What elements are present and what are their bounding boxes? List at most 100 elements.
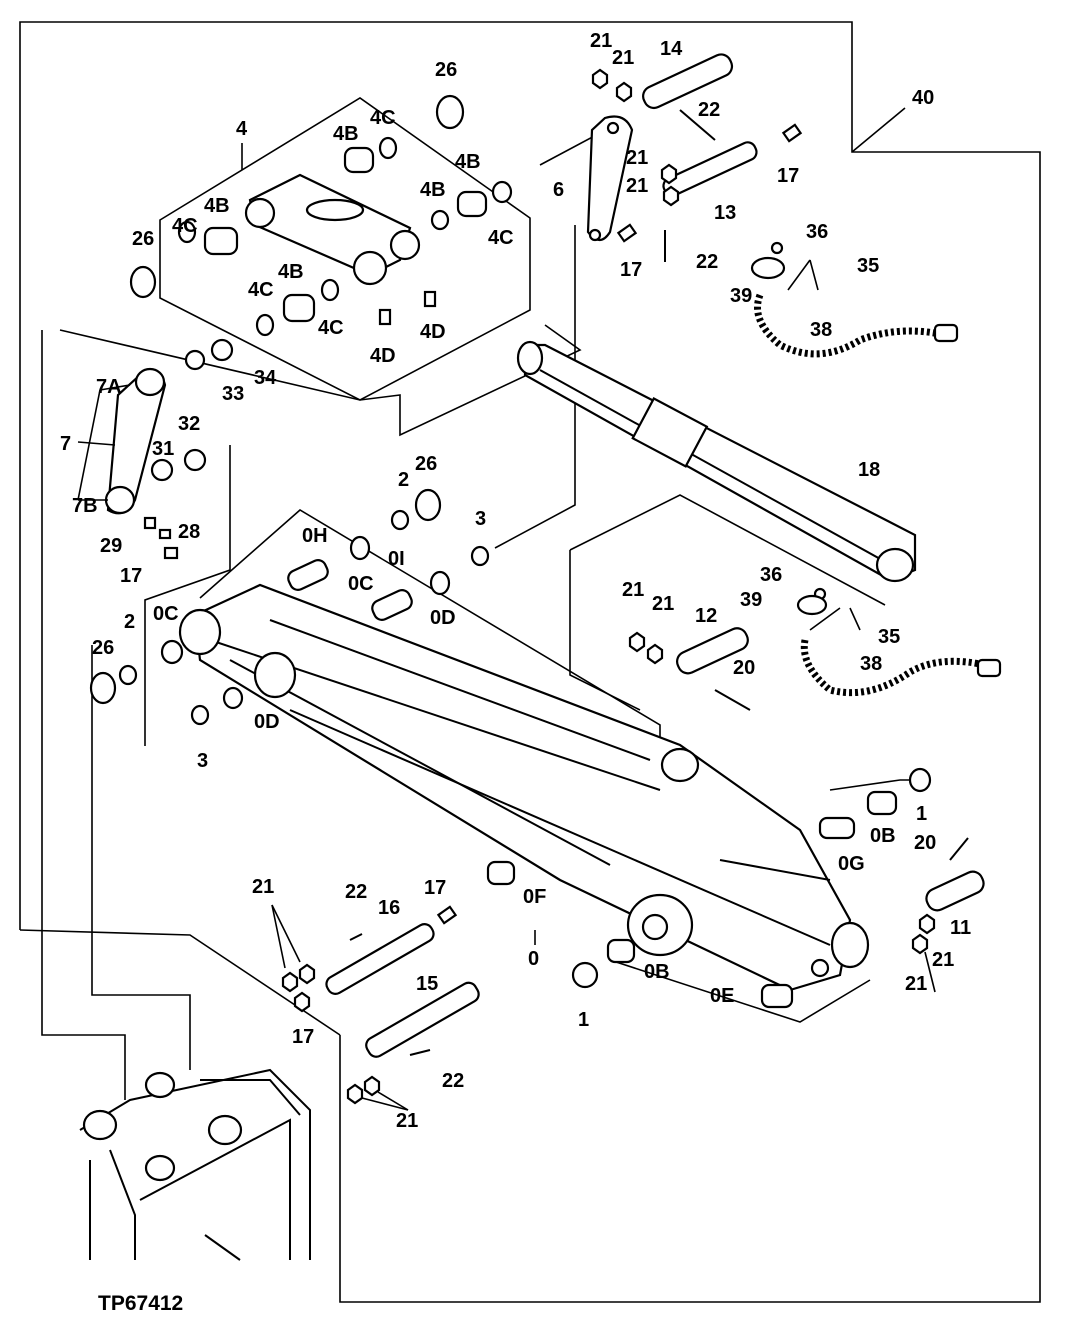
label-0b: 0B xyxy=(870,825,896,847)
label-21: 21 xyxy=(396,1110,418,1132)
boom-guide-3 xyxy=(569,494,886,606)
link-6 xyxy=(586,115,634,242)
label-29: 29 xyxy=(100,535,122,557)
leaders xyxy=(77,259,936,1111)
label-0c: 0C xyxy=(348,573,374,595)
label-22: 22 xyxy=(345,881,367,903)
leader-40 xyxy=(851,107,906,153)
left-guide-2 xyxy=(91,645,191,1070)
label-4: 4 xyxy=(236,118,248,140)
label-21: 21 xyxy=(932,949,954,971)
label-21: 21 xyxy=(652,593,674,615)
label-11: 11 xyxy=(950,917,971,939)
label-36: 36 xyxy=(806,221,828,243)
boom-assembly xyxy=(178,583,870,992)
label-4b: 4B xyxy=(204,195,230,217)
label-2: 2 xyxy=(124,611,135,633)
label-0b: 0B xyxy=(644,961,670,983)
label-0h: 0H xyxy=(302,525,328,547)
label-17: 17 xyxy=(120,565,142,587)
label-4b: 4B xyxy=(420,179,446,201)
label-20: 20 xyxy=(733,657,755,679)
label-20: 20 xyxy=(914,832,936,854)
label-32: 32 xyxy=(178,413,200,435)
group-4-box xyxy=(159,97,531,401)
label-22: 22 xyxy=(696,251,718,273)
label-26: 26 xyxy=(92,637,114,659)
boom-cylinder xyxy=(516,340,917,583)
label-3: 3 xyxy=(197,750,208,772)
label-12: 12 xyxy=(695,605,717,627)
label-21: 21 xyxy=(626,147,648,169)
label-34: 34 xyxy=(254,367,277,389)
group-7-box xyxy=(59,324,582,437)
label-21: 21 xyxy=(626,175,648,197)
label-15: 15 xyxy=(416,973,438,995)
label-36: 36 xyxy=(760,564,782,586)
boom-guide xyxy=(144,445,231,746)
label-16: 16 xyxy=(378,897,400,919)
label-7a: 7A xyxy=(96,376,122,398)
hoses xyxy=(750,256,1002,697)
base-frame xyxy=(79,1068,311,1261)
label-4c: 4C xyxy=(488,227,514,249)
label-38: 38 xyxy=(810,319,832,341)
label-39: 39 xyxy=(740,589,762,611)
label-31: 31 xyxy=(152,438,174,460)
label-4b: 4B xyxy=(455,151,481,173)
link-7 xyxy=(104,367,167,515)
label-1: 1 xyxy=(578,1009,589,1031)
label-0: 0 xyxy=(528,948,539,970)
label-0c: 0C xyxy=(153,603,179,625)
pins xyxy=(325,53,985,1058)
label-4b: 4B xyxy=(278,261,304,283)
figure-code: TP67412 xyxy=(98,1292,183,1315)
label-0d: 0D xyxy=(254,711,280,733)
label-4d: 4D xyxy=(370,345,396,367)
label-4c: 4C xyxy=(248,279,274,301)
label-7b: 7B xyxy=(72,495,98,517)
group-40-boundary xyxy=(19,21,1041,1303)
label-0e: 0E xyxy=(710,985,734,1007)
label-17: 17 xyxy=(292,1026,314,1048)
label-33: 33 xyxy=(222,383,244,405)
label-17: 17 xyxy=(620,259,642,281)
part-labels: 40 26 4 4C 4B 4B 4B 4C 26 4C 4B 4C 4B 4C… xyxy=(60,30,971,1132)
label-21: 21 xyxy=(590,30,612,52)
label-22: 22 xyxy=(442,1070,464,1092)
label-4c: 4C xyxy=(172,215,198,237)
frame-guide xyxy=(609,959,871,1023)
label-4d: 4D xyxy=(420,321,446,343)
label-0i: 0I xyxy=(388,548,405,570)
label-35: 35 xyxy=(878,626,900,648)
label-22: 22 xyxy=(698,99,720,121)
boom-guide-4 xyxy=(569,550,641,711)
label-0f: 0F xyxy=(523,886,546,908)
label-26: 26 xyxy=(415,453,437,475)
label-13: 13 xyxy=(714,202,736,224)
label-0d: 0D xyxy=(430,607,456,629)
label-17: 17 xyxy=(777,165,799,187)
label-4b: 4B xyxy=(333,123,359,145)
label-1: 1 xyxy=(916,803,927,825)
label-3: 3 xyxy=(475,508,486,530)
label-0g: 0G xyxy=(838,853,865,875)
bushings xyxy=(89,94,932,1009)
label-17: 17 xyxy=(424,877,446,899)
label-21: 21 xyxy=(905,973,927,995)
label-2: 2 xyxy=(398,469,409,491)
label-7: 7 xyxy=(60,433,71,455)
label-28: 28 xyxy=(178,521,200,543)
label-21: 21 xyxy=(622,579,644,601)
label-39: 39 xyxy=(730,285,752,307)
label-26: 26 xyxy=(435,59,457,81)
fittings xyxy=(143,68,936,1105)
label-4c: 4C xyxy=(370,107,396,129)
bottom-guide xyxy=(19,929,341,1036)
left-guide xyxy=(41,330,126,1100)
label-40: 40 xyxy=(912,87,934,109)
label-38: 38 xyxy=(860,653,882,675)
label-18: 18 xyxy=(858,459,880,481)
pin-guide xyxy=(494,225,576,549)
